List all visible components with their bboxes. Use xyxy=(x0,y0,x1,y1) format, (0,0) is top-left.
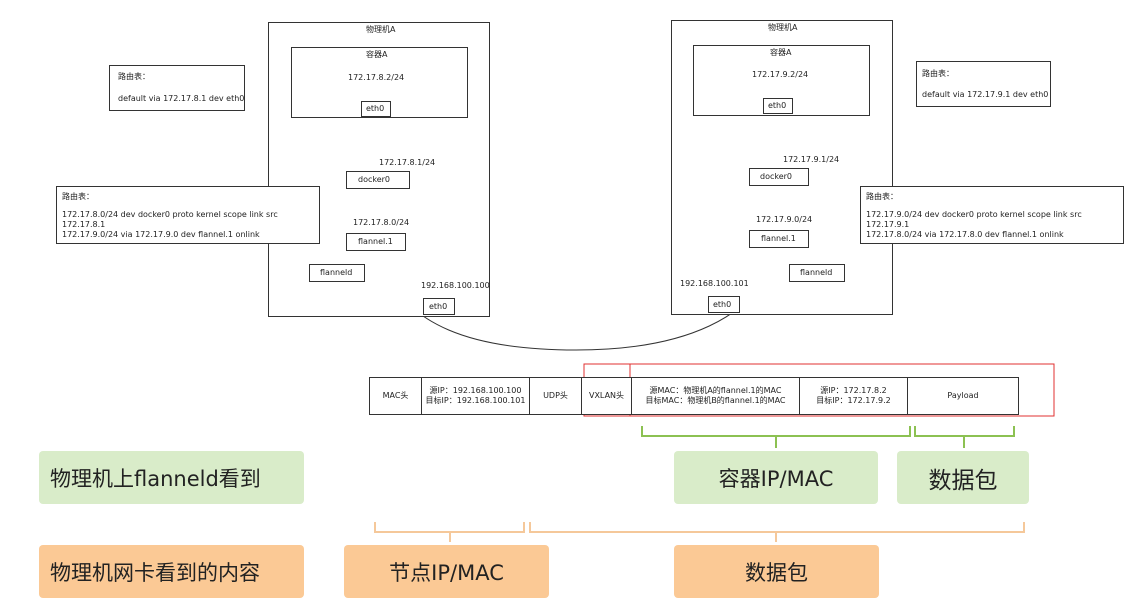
packet-payload-text: Payload xyxy=(947,391,979,400)
docker0-a-label: docker0 xyxy=(358,175,391,184)
route-b-big-line3: 172.17.8.0/24 via 172.17.8.0 dev flannel… xyxy=(866,230,1064,239)
packet-vxlan-header: VXLAN头 xyxy=(582,378,632,414)
label-container-ipmac-text: 容器IP/MAC xyxy=(718,466,834,491)
packet-dst-ip: 目标IP：192.168.100.101 xyxy=(425,396,526,405)
host-b-eth0-label: eth0 xyxy=(713,300,732,309)
flanneld-a-label: flanneld xyxy=(320,268,353,277)
label-node-ipmac-text: 节点IP/MAC xyxy=(389,560,504,585)
label-data-packet-green: 数据包 xyxy=(897,451,1029,504)
packet-inner-dst-ip: 目标IP：172.17.9.2 xyxy=(816,396,891,405)
route-table-a-big xyxy=(56,186,320,244)
host-b-eth0 xyxy=(708,296,740,313)
label-data-packet-green-text: 数据包 xyxy=(928,467,998,494)
label-container-ipmac: 容器IP/MAC xyxy=(674,451,878,504)
label-flanneld-sees: 物理机上flanneld看到 xyxy=(39,451,304,504)
flannel1-a-ip: 172.17.8.0/24 xyxy=(353,218,410,227)
bracket-data-orange xyxy=(529,522,1025,542)
packet-payload: Payload xyxy=(908,378,1018,414)
flannel1-a-label: flannel.1 xyxy=(358,237,393,246)
docker0-b-label: docker0 xyxy=(760,172,793,181)
docker0-b xyxy=(749,168,809,186)
bracket-data-green xyxy=(914,426,1015,448)
label-node-ipmac: 节点IP/MAC xyxy=(344,545,549,598)
packet-inner-mac: 源MAC：物理机A的flannel.1的MAC 目标MAC：物理机B的flann… xyxy=(632,378,800,414)
host-b-ip: 192.168.100.101 xyxy=(680,279,749,288)
route-b-big-line2: 172.17.9.1 xyxy=(866,220,910,229)
container-a-eth0-label: eth0 xyxy=(366,104,385,113)
route-table-b-small xyxy=(916,61,1051,107)
label-nic-sees-text: 物理机网卡看到的内容 xyxy=(50,560,260,585)
bracket-node-ipmac xyxy=(374,522,525,542)
host-a-eth0 xyxy=(423,298,455,315)
label-flanneld-sees-text: 物理机上flanneld看到 xyxy=(50,466,261,491)
route-table-b-big xyxy=(860,186,1124,244)
packet-udp-header: UDP头 xyxy=(530,378,582,414)
flanneld-b-label: flanneld xyxy=(800,268,833,277)
host-a-title: 物理机A xyxy=(366,25,396,34)
packet-mac-header-text: MAC头 xyxy=(382,391,409,400)
label-nic-sees: 物理机网卡看到的内容 xyxy=(39,545,304,598)
route-b-big-title: 路由表： xyxy=(866,192,898,201)
packet-inner-src-ip: 源IP：172.17.8.2 xyxy=(820,386,887,395)
host-a-ip: 192.168.100.100 xyxy=(421,281,490,290)
packet-src-ip: 源IP：192.168.100.100 xyxy=(429,386,522,395)
packet-mac-header: MAC头 xyxy=(370,378,422,414)
route-a-big-line3: 172.17.9.0/24 via 172.17.9.0 dev flannel… xyxy=(62,230,260,239)
container-b-eth0 xyxy=(763,98,793,114)
packet-inner-ip: 源IP：172.17.8.2 目标IP：172.17.9.2 xyxy=(800,378,908,414)
container-b-ip: 172.17.9.2/24 xyxy=(752,70,809,79)
container-a-title: 容器A xyxy=(366,50,388,59)
container-a-eth0 xyxy=(361,101,391,117)
packet-frame: MAC头 源IP：192.168.100.100 目标IP：192.168.10… xyxy=(369,377,1019,415)
docker0-a xyxy=(346,171,410,189)
label-data-packet-orange-text: 数据包 xyxy=(745,560,808,585)
container-b-title: 容器A xyxy=(770,48,792,57)
flannel1-a xyxy=(346,233,406,251)
container-b-eth0-label: eth0 xyxy=(768,101,787,110)
route-b-big-line1: 172.17.9.0/24 dev docker0 proto kernel s… xyxy=(866,210,1082,219)
host-a-eth0-label: eth0 xyxy=(429,302,448,311)
container-a-ip: 172.17.8.2/24 xyxy=(348,73,405,82)
flannel1-b-label: flannel.1 xyxy=(761,234,796,243)
flannel1-b-ip: 172.17.9.0/24 xyxy=(756,215,813,224)
docker0-b-ip: 172.17.9.1/24 xyxy=(783,155,840,164)
flanneld-a xyxy=(309,264,365,282)
bracket-container-ipmac xyxy=(641,426,911,448)
packet-outer-ip: 源IP：192.168.100.100 目标IP：192.168.100.101 xyxy=(422,378,530,414)
flanneld-b xyxy=(789,264,845,282)
route-a-big-title: 路由表： xyxy=(62,192,94,201)
flannel1-b xyxy=(749,230,809,248)
host-b-title: 物理机A xyxy=(768,23,798,32)
packet-src-mac: 源MAC：物理机A的flannel.1的MAC xyxy=(649,386,782,395)
route-b-small-title: 路由表： xyxy=(922,69,954,78)
route-a-small-title: 路由表： xyxy=(118,72,150,81)
route-b-small-line1: default via 172.17.9.1 dev eth0 xyxy=(922,90,1049,99)
label-data-packet-orange: 数据包 xyxy=(674,545,879,598)
packet-udp-header-text: UDP头 xyxy=(543,391,568,400)
packet-vxlan-header-text: VXLAN头 xyxy=(588,391,625,400)
route-a-small-line1: default via 172.17.8.1 dev eth0 xyxy=(118,94,245,103)
packet-dst-mac: 目标MAC：物理机B的flannel.1的MAC xyxy=(645,396,786,405)
route-table-a-small xyxy=(109,65,245,111)
route-a-big-line2: 172.17.8.1 xyxy=(62,220,106,229)
docker0-a-ip: 172.17.8.1/24 xyxy=(379,158,436,167)
route-a-big-line1: 172.17.8.0/24 dev docker0 proto kernel s… xyxy=(62,210,278,219)
